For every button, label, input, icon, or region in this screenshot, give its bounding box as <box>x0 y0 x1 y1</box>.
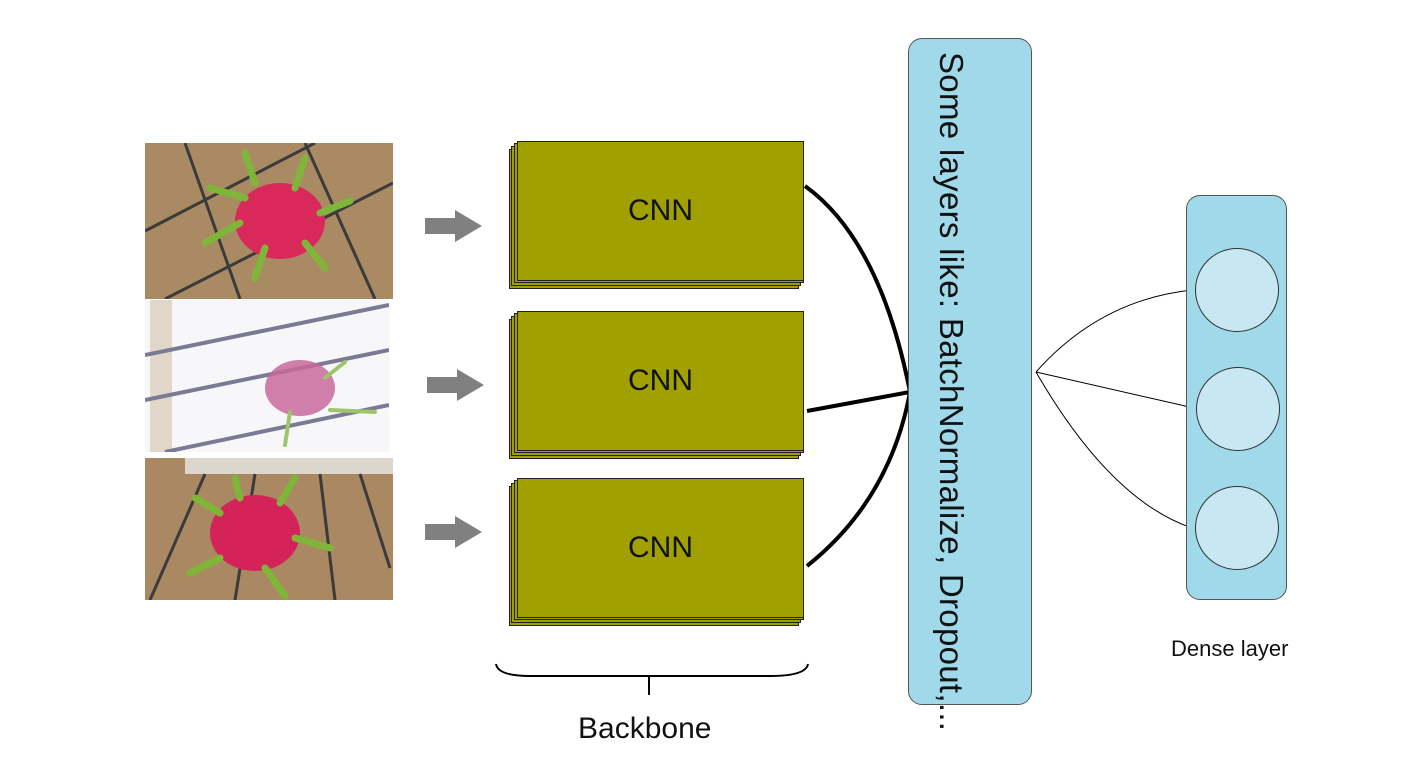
cnn-block-label: CNN <box>628 531 693 564</box>
cnn-block-label: CNN <box>628 194 693 227</box>
intermediate-layers-text: Some layers like: BatchNormalize, Dropou… <box>933 52 970 732</box>
connector-cnn-1 <box>803 184 912 393</box>
cnn-block-2: CNN <box>509 311 809 459</box>
dragon-fruit-image-1 <box>145 143 393 299</box>
dense-layer-box <box>1186 195 1287 600</box>
connector-dense-2 <box>1035 371 1195 409</box>
backbone-brace <box>495 663 809 677</box>
dense-neuron <box>1195 248 1279 332</box>
cnn-block-label: CNN <box>628 364 693 397</box>
dense-neuron <box>1196 367 1280 451</box>
dragon-fruit-image-2 <box>145 300 389 452</box>
input-arrow-2 <box>427 369 484 401</box>
connector-dense-3 <box>1035 371 1193 529</box>
input-arrow-1 <box>425 210 482 242</box>
intermediate-layers-box <box>908 38 1032 705</box>
cnn-block-3: CNN <box>509 478 809 626</box>
cnn-block-1: CNN <box>509 141 809 289</box>
backbone-caption: Backbone <box>578 712 712 745</box>
connector-dense-1 <box>1035 289 1193 373</box>
connector-cnn-3 <box>805 391 912 568</box>
dense-layer-caption: Dense layer <box>1171 636 1289 661</box>
connector-cnn-2 <box>806 390 911 413</box>
dragon-fruit-image-3 <box>145 458 393 600</box>
input-arrow-3 <box>425 516 482 548</box>
dense-neuron <box>1195 486 1279 570</box>
